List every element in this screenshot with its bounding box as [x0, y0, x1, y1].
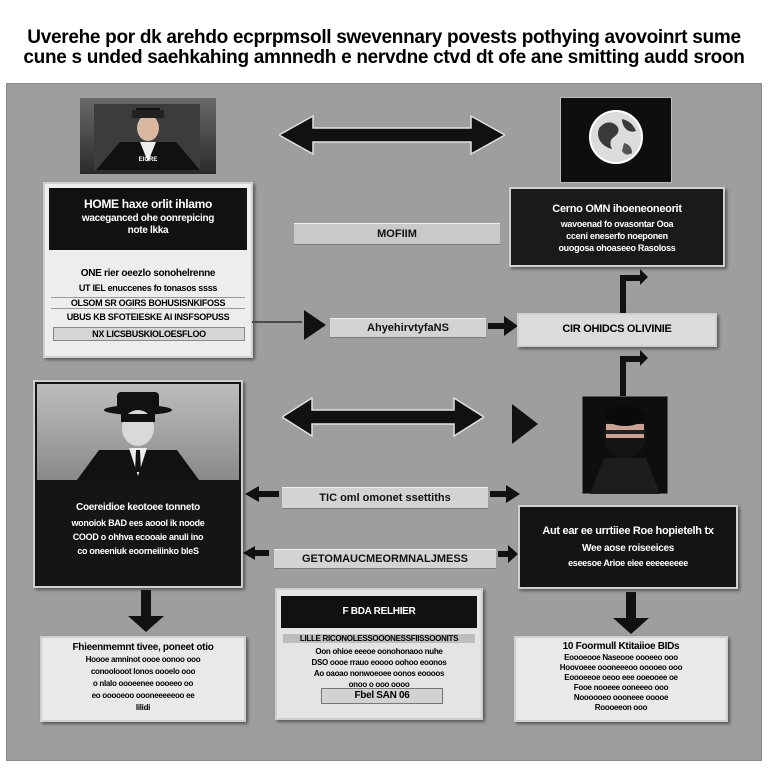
lower-left-card: Coereidioe keotoee tonneto wonoiok BAD e… [33, 380, 243, 588]
bottom-left-note-line: o nlalo oooeenee oooeeo oo [92, 679, 194, 688]
bottom-center-card: F BDA RELHIER LILLE RICONOLESSOOONESSFII… [275, 588, 483, 720]
bottom-left-note-line: lilidi [135, 703, 151, 712]
top-left-card: HOME haxe orlit ihlamo waceganced ohe oo… [43, 182, 253, 358]
double-arrow-icon [280, 396, 486, 438]
connector-line [252, 321, 302, 323]
bottom-center-card-footer-label: Fbel SAN 06 [354, 690, 410, 701]
bottom-center-card-line: Ao oaoao nonwoeoee oonos eoooos [313, 669, 445, 678]
lower-left-card-line: co oneeniuk eoorneiiinko bleS [77, 546, 199, 556]
top-left-card-row: UBUS KB SFOTEIESKE AI INSFSOPUSS [66, 312, 230, 322]
flow-label-bar: MOFIIM [294, 223, 500, 245]
elbow-arrow-icon [610, 265, 650, 313]
down-arrow-icon [613, 592, 649, 634]
flow-label-text: TIC oml omonet ssettiths [319, 492, 451, 504]
bottom-center-card-line: LILLE RICONOLESSOOONESSFIISSOONITS [283, 634, 475, 643]
diagram-title-line-2: cune s unded saehkahing amnnedh e nervdn… [23, 47, 745, 68]
diagram-title-line-1: Uverehe por dk arehdo ecprpmsoll swevenn… [27, 27, 741, 48]
lower-right-card-line: Aut ear ee urrtiiee Roe hopietelh tx [542, 525, 714, 537]
top-left-card-footer: NX LICSBUSKIOLOESFLOO [53, 327, 245, 341]
elbow-arrow-icon [610, 346, 650, 396]
left-arrow-icon [243, 546, 269, 560]
bottom-left-note-line: Fhieenmemnt tivee, poneet otio [72, 642, 214, 653]
bottom-left-note: Fhieenmemnt tivee, poneet otio Hoooe amn… [40, 636, 246, 722]
bottom-right-note-line: Roooeeon ooo [594, 703, 648, 712]
top-left-card-heading-1: HOME haxe orlit ihlamo [83, 197, 213, 211]
flow-label-bar: TIC oml omonet ssettiths [282, 487, 488, 509]
agent-silhouette-icon: EIORE [80, 98, 216, 174]
top-right-card: Cerno OMN ihoeneoneorit wavoenad fo ovas… [509, 187, 725, 267]
svg-text:EIORE: EIORE [139, 157, 158, 163]
bottom-right-note-line: 10 Foormull Ktitaiioe BIDs [562, 641, 680, 652]
lower-left-card-line: wonoiok BAD ees aoool ik noode [71, 518, 205, 528]
top-right-card-line: ouogosa ohoaseeo Rasoloss [558, 243, 676, 253]
flow-label-bar: GETOMAUCMEORMNALJMESS [274, 549, 496, 569]
top-left-card-row: UT IEL enuccenes fo tonasos ssss [78, 283, 218, 293]
globe-icon [559, 96, 673, 184]
top-left-card-row: OLSOM SR OGIRS BOHUSISNKIFOSS [51, 297, 245, 309]
right-arrow-icon [512, 404, 538, 444]
flow-label-text: GETOMAUCMEORMNALJMESS [301, 553, 469, 565]
top-left-card-row: ONE rier oeezlo sonohelrenne [80, 268, 216, 279]
lower-right-card-line: eseesoe Arioe eiee eeeeeeeee [568, 558, 688, 568]
lower-left-card-line: Coereidioe keotoee tonneto [76, 502, 200, 513]
top-right-card-line: wavoenad fo ovasontar Ooa [560, 219, 674, 229]
right-step-bar: CIR OHIDCS OLIVINIE [517, 313, 717, 347]
bottom-center-card-line: onoo o ooo oooo [348, 680, 410, 689]
bottom-left-note-line: Hoooe amninot oooe oonoo ooo [85, 655, 201, 664]
left-arrow-icon [245, 486, 279, 502]
top-right-card-line: cceni eneserfo noeponen [566, 231, 668, 241]
double-arrow-icon [277, 114, 507, 156]
bottom-center-card-footer: Fbel SAN 06 [321, 688, 443, 704]
bottom-right-note-line: Hoovoeee oooneeeoo ooooeo ooo [559, 663, 683, 672]
flow-label-text: AhyehirvtyfaNS [367, 322, 449, 334]
flow-label-text: MOFIIM [377, 228, 417, 240]
bottom-left-note-line: eo ooooeoo oooneeeeeoo ee [91, 691, 195, 700]
right-arrow-icon [498, 545, 518, 563]
bottom-center-card-line: Oon ohioe eeeoe oonohonaoo nuhe [315, 647, 443, 656]
bottom-right-note-line: Noooooeo oooneee ooooe [573, 693, 669, 702]
bottom-right-note-line: Eoooeooe Naseooe oooeeo ooo [564, 653, 678, 662]
bottom-right-note-line: Fooe nooeee ooneeeo ooo [573, 683, 669, 692]
down-arrow-icon [128, 590, 164, 632]
right-arrow-icon [490, 485, 520, 503]
right-arrow-icon [488, 316, 518, 336]
agent-silhouette-icon [37, 384, 239, 480]
top-right-card-line: Cerno OMN ihoeneoneorit [552, 203, 682, 215]
bottom-center-card-header: F BDA RELHIER [281, 596, 477, 628]
right-step-bar-label: CIR OHIDCS OLIVINIE [562, 323, 672, 335]
bottom-left-note-line: conoolooot lonos oooelo ooo [90, 667, 196, 676]
bottom-center-card-line: DSO oooe rrauo eoooo oohoo eoonos [311, 658, 447, 667]
bottom-right-note-line: Eoooeeoe oeoo eee ooeooee oe [564, 673, 678, 682]
lower-right-card: Aut ear ee urrtiiee Roe hopietelh tx Wee… [518, 505, 738, 589]
lower-left-card-line: COOD o ohhva ecooaie anuli ino [72, 532, 204, 542]
top-left-card-header: HOME haxe orlit ihlamo waceganced ohe oo… [49, 188, 247, 250]
bottom-right-note: 10 Foormull Ktitaiioe BIDs Eoooeooe Nase… [514, 636, 728, 722]
bottom-center-card-heading: F BDA RELHIER [342, 606, 416, 617]
lower-right-card-line: Wee aose roiseeices [582, 543, 674, 554]
flow-label-bar: AhyehirvtyfaNS [330, 318, 486, 338]
top-left-card-heading-2: waceganced ohe oonrepicing [81, 213, 215, 224]
right-arrow-icon [304, 310, 326, 340]
top-left-card-heading-3: note lkka [127, 225, 169, 236]
masked-figure-icon [581, 395, 669, 495]
